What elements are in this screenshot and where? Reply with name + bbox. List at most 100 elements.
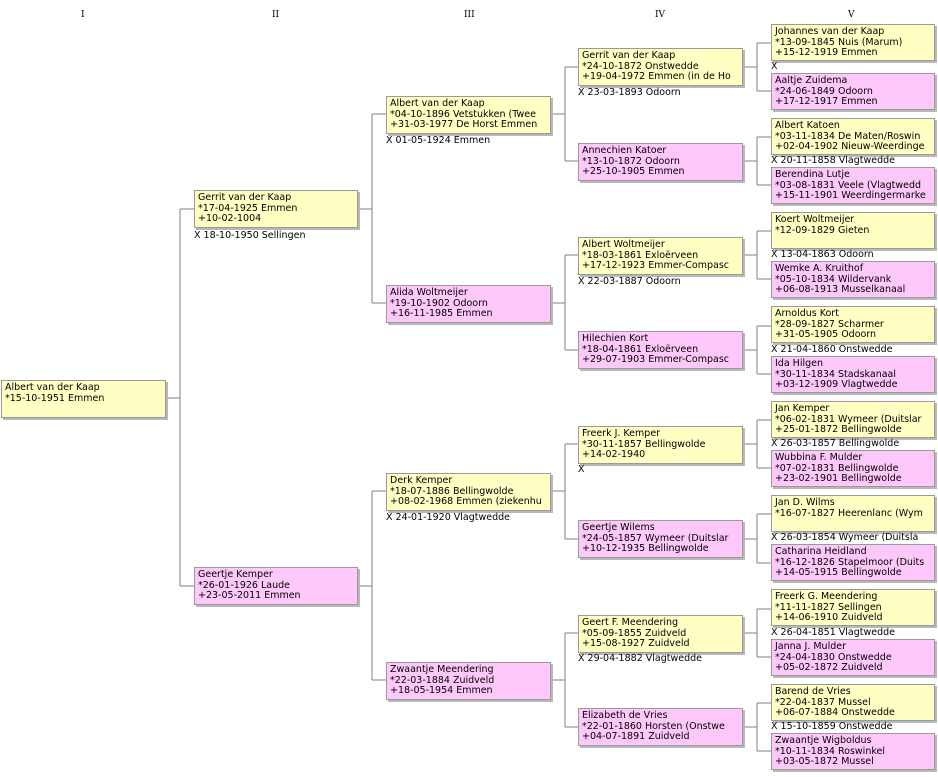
marriage-label: X bbox=[771, 61, 778, 72]
person-name: Derk Kemper bbox=[390, 475, 453, 486]
person-card-gen4-7[interactable]: Geert F. Meendering *05-09-1855 Zuidveld… bbox=[578, 615, 743, 653]
person-card-gen5-8[interactable]: Ida Hilgen *30-11-1834 Stadskanaal +03-1… bbox=[771, 356, 935, 393]
person-card-gen5-9[interactable]: Jan Kemper *06-02-1831 Wymeer (Duitslar … bbox=[771, 401, 935, 438]
person-card-gen5-2[interactable]: Aaltje Zuidema *24-06-1849 Odoorn +17-12… bbox=[771, 73, 935, 110]
person-birth: *22-03-1884 Zuidveld bbox=[390, 674, 495, 686]
person-death: +10-12-1935 Bellingwolde bbox=[582, 543, 709, 554]
marriage-label: X 26-03-1857 Bellingwolde bbox=[771, 438, 900, 449]
person-card-gen4-1[interactable]: Gerrit van der Kaap *24-10-1872 Onstwedd… bbox=[578, 48, 743, 86]
person-death: +04-07-1891 Zuidveld bbox=[582, 731, 690, 742]
person-birth: *19-10-1902 Odoorn bbox=[390, 297, 488, 309]
marriage-label: X 26-04-1851 Vlagtwedde bbox=[771, 627, 895, 638]
marriage-label: X bbox=[578, 464, 585, 475]
person-card-gen5-1[interactable]: Johannes van der Kaap *13-09-1845 Nuis (… bbox=[771, 24, 935, 61]
person-card-gen5-5[interactable]: Koert Woltmeijer *12-09-1829 Gieten bbox=[771, 212, 935, 249]
person-birth: *13-09-1845 Nuis (Marum) bbox=[775, 36, 903, 48]
person-card-gen5-13[interactable]: Freerk G. Meendering *11-11-1827 Selling… bbox=[771, 589, 935, 626]
person-name: Berendina Lutje bbox=[775, 169, 850, 180]
person-card-gen5-3[interactable]: Albert Katoen *03-11-1834 De Maten/Roswi… bbox=[771, 118, 935, 155]
person-birth: *13-10-1872 Odoorn bbox=[582, 155, 680, 167]
person-card-gen4-8[interactable]: Elizabeth de Vries *22-01-1860 Horsten (… bbox=[578, 708, 743, 746]
person-card-gen5-16[interactable]: Zwaantje Wigboldus *10-11-1834 Roswinkel… bbox=[771, 733, 935, 770]
person-card-gen3-3[interactable]: Derk Kemper *18-07-1886 Bellingwolde +08… bbox=[386, 473, 551, 511]
person-death: +17-12-1917 Emmen bbox=[775, 96, 878, 107]
person-death: +16-11-1985 Emmen bbox=[390, 308, 493, 319]
person-card-gen5-14[interactable]: Janna J. Mulder *24-04-1830 Onstwedde +0… bbox=[771, 639, 935, 676]
person-name: Aaltje Zuidema bbox=[775, 75, 848, 86]
person-name: Gerrit van der Kaap bbox=[582, 50, 676, 61]
person-card-gen5-15[interactable]: Barend de Vries *22-04-1837 Mussel +06-0… bbox=[771, 684, 935, 721]
marriage-label: X 20-11-1858 Vlagtwedde bbox=[771, 155, 895, 166]
person-birth: *05-09-1855 Zuidveld bbox=[582, 627, 687, 639]
person-death: +05-02-1872 Zuidveld bbox=[775, 662, 883, 673]
person-birth: *05-10-1834 Wildervank bbox=[775, 273, 892, 285]
person-card-gen5-11[interactable]: Jan D. Wilms *16-07-1827 Heerenlanc (Wym bbox=[771, 495, 935, 532]
marriage-label: X 13-04-1863 Odoorn bbox=[771, 249, 874, 260]
person-name: Catharina Heidland bbox=[775, 546, 867, 557]
person-birth: *04-10-1896 Vetstukken (Twee bbox=[390, 108, 536, 120]
person-name: Wubbina F. Mulder bbox=[775, 452, 863, 463]
person-birth: *11-11-1827 Sellingen bbox=[775, 601, 882, 613]
person-death: +25-01-1872 Bellingwolde bbox=[775, 424, 902, 435]
person-death: +14-02-1940 bbox=[582, 449, 646, 460]
person-death: +02-04-1902 Nieuw-Weerdinge bbox=[775, 141, 925, 152]
person-birth: *12-09-1829 Gieten bbox=[775, 224, 870, 236]
person-birth: *03-11-1834 De Maten/Roswin bbox=[775, 130, 921, 142]
person-death: +15-12-1919 Emmen bbox=[775, 47, 878, 58]
person-card-root[interactable]: Albert van der Kaap *15-10-1951 Emmen bbox=[1, 380, 166, 418]
person-name: Arnoldus Kort bbox=[775, 308, 839, 319]
person-name: Wemke A. Kruithof bbox=[775, 263, 864, 274]
person-card-gen4-3[interactable]: Albert Woltmeijer *18-03-1861 Exloërveen… bbox=[578, 237, 743, 275]
person-death: +17-12-1923 Emmer-Compasc bbox=[582, 260, 729, 271]
person-card-father[interactable]: Gerrit van der Kaap *17-04-1925 Emmen +1… bbox=[194, 190, 358, 228]
person-name: Jan D. Wilms bbox=[775, 497, 835, 508]
person-death: +15-11-1901 Weerdingermarke bbox=[775, 190, 926, 201]
person-card-gen5-10[interactable]: Wubbina F. Mulder *07-02-1831 Bellingwol… bbox=[771, 450, 935, 487]
person-birth: *30-11-1857 Bellingwolde bbox=[582, 438, 706, 450]
marriage-label: X 29-04-1882 Vlagtwedde bbox=[578, 653, 702, 664]
person-birth: *03-08-1831 Veele (Vlagtwedd bbox=[775, 179, 922, 191]
person-card-gen5-7[interactable]: Arnoldus Kort *28-09-1827 Scharmer +31-0… bbox=[771, 306, 935, 343]
person-birth: *24-10-1872 Onstwedde bbox=[582, 60, 699, 72]
person-name: Geertje Wilems bbox=[582, 522, 655, 533]
person-name: Albert van der Kaap bbox=[5, 382, 100, 393]
person-birth: *30-11-1834 Stadskanaal bbox=[775, 368, 896, 380]
person-name: Janna J. Mulder bbox=[775, 641, 846, 652]
person-name: Johannes van der Kaap bbox=[775, 26, 885, 37]
person-birth: *18-07-1886 Bellingwolde bbox=[390, 485, 514, 497]
person-name: Gerrit van der Kaap bbox=[198, 192, 292, 203]
person-card-gen3-1[interactable]: Albert van der Kaap *04-10-1896 Vetstukk… bbox=[386, 96, 551, 134]
person-card-gen4-2[interactable]: Annechien Katoer *13-10-1872 Odoorn +25-… bbox=[578, 143, 743, 181]
person-card-gen4-6[interactable]: Geertje Wilems *24-05-1857 Wymeer (Duits… bbox=[578, 520, 743, 558]
person-death: +10-02-1004 bbox=[198, 213, 262, 224]
person-name: Zwaantje Wigboldus bbox=[775, 735, 872, 746]
person-name: Barend de Vries bbox=[775, 686, 851, 697]
person-card-gen5-12[interactable]: Catharina Heidland *16-12-1826 Stapelmoo… bbox=[771, 544, 935, 581]
marriage-label: X 21-04-1860 Onstwedde bbox=[771, 344, 893, 355]
person-name: Elizabeth de Vries bbox=[582, 710, 668, 721]
person-card-gen3-2[interactable]: Alida Woltmeijer *19-10-1902 Odoorn +16-… bbox=[386, 285, 551, 323]
person-death: +31-05-1905 Odoorn bbox=[775, 329, 877, 340]
person-card-mother[interactable]: Geertje Kemper *26-01-1926 Laude +23-05-… bbox=[194, 567, 358, 605]
person-birth: *24-06-1849 Odoorn bbox=[775, 85, 873, 97]
person-name: Alida Woltmeijer bbox=[390, 287, 468, 298]
marriage-label: X 23-03-1893 Odoorn bbox=[578, 87, 681, 98]
person-name: Geert F. Meendering bbox=[582, 617, 679, 628]
person-death: +06-07-1884 Onstwedde bbox=[775, 707, 895, 718]
person-death: +08-02-1968 Emmen (ziekenhu bbox=[390, 496, 542, 507]
person-name: Zwaantje Meendering bbox=[390, 664, 494, 675]
person-card-gen5-6[interactable]: Wemke A. Kruithof *05-10-1834 Wildervank… bbox=[771, 261, 935, 298]
person-birth: *07-02-1831 Bellingwolde bbox=[775, 462, 899, 474]
generation-label-1: I bbox=[81, 10, 85, 20]
person-card-gen4-5[interactable]: Freerk J. Kemper *30-11-1857 Bellingwold… bbox=[578, 426, 743, 464]
marriage-label: X 26-03-1854 Wymeer (Duitsla bbox=[771, 532, 919, 543]
person-birth: *17-04-1925 Emmen bbox=[198, 202, 298, 214]
person-card-gen5-4[interactable]: Berendina Lutje *03-08-1831 Veele (Vlagt… bbox=[771, 167, 935, 204]
person-death: +19-04-1972 Emmen (in de Ho bbox=[582, 71, 731, 82]
person-birth: *18-03-1861 Exloërveen bbox=[582, 249, 699, 261]
person-card-gen3-4[interactable]: Zwaantje Meendering *22-03-1884 Zuidveld… bbox=[386, 662, 551, 700]
person-name: Jan Kemper bbox=[775, 403, 830, 414]
person-birth: *24-04-1830 Onstwedde bbox=[775, 651, 892, 663]
person-card-gen4-4[interactable]: Hilechien Kort *18-04-1861 Exloërveen +2… bbox=[578, 331, 743, 369]
